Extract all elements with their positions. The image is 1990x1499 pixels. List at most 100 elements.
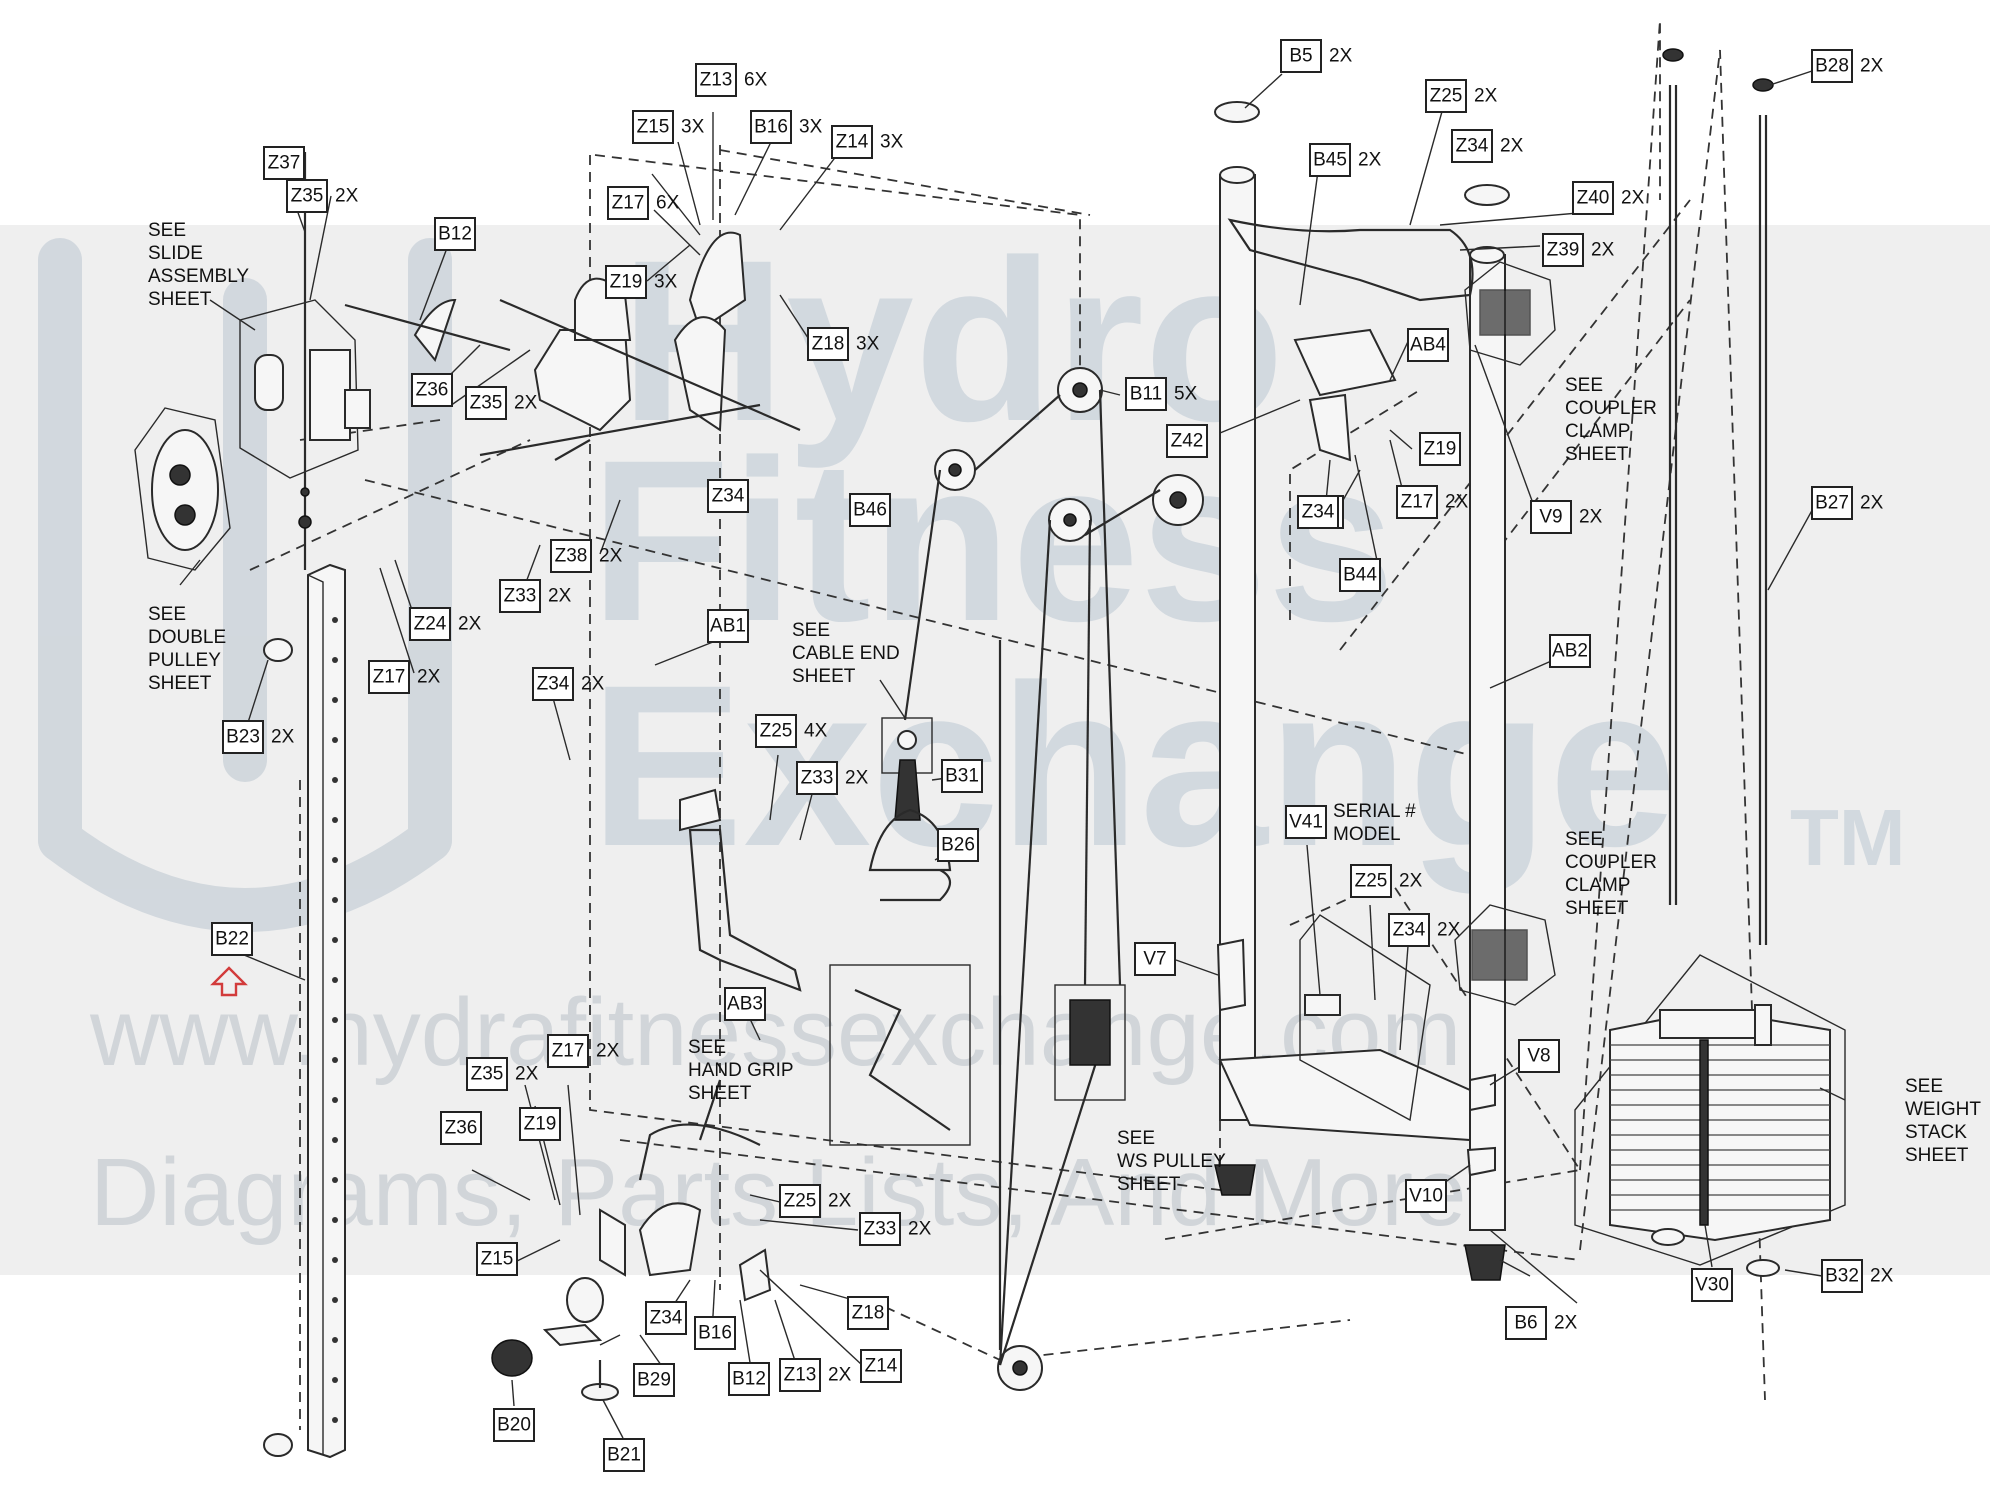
callout-part-id: B46 <box>853 500 887 521</box>
upright-holes <box>332 617 338 1423</box>
callout-part-id: V7 <box>1143 949 1166 970</box>
callout-box <box>849 493 891 527</box>
callout-box <box>1297 495 1339 529</box>
reference-note-line: STACK <box>1905 1122 1967 1143</box>
callout-z14: Z14 <box>860 1349 902 1383</box>
reference-note-line: SHEET <box>148 673 212 694</box>
callout-part-id: B16 <box>754 117 788 138</box>
callout-quantity: 2X <box>1554 1313 1578 1334</box>
callout-box <box>1396 485 1438 519</box>
callout-quantity: 3X <box>856 334 880 355</box>
callout-z34: Z34 <box>1297 495 1339 529</box>
callout-part-id: Z13 <box>784 1365 817 1386</box>
callout-box <box>368 660 410 694</box>
callout-box <box>1518 1039 1560 1073</box>
callout-box <box>941 759 983 793</box>
reference-note-line: SEE <box>688 1037 726 1058</box>
callout-quantity: 2X <box>548 586 572 607</box>
highlight-arrow-icon <box>210 966 248 997</box>
callout-part-id: Z25 <box>784 1191 817 1212</box>
callout-z19: Z19 <box>1419 432 1461 466</box>
callout-part-id: B45 <box>1313 150 1347 171</box>
callout-box <box>728 1362 770 1396</box>
callout-box <box>937 828 979 862</box>
callout-b29: B29 <box>633 1363 675 1397</box>
callout-quantity: 2X <box>1500 136 1524 157</box>
callout-part-id: B44 <box>1343 565 1377 586</box>
reference-note: SERIAL #MODEL <box>1333 801 1416 845</box>
callout-quantity: 2X <box>1399 871 1423 892</box>
callout-quantity: 2X <box>599 546 623 567</box>
callout-b12: B12 <box>728 1362 770 1396</box>
reference-note-line: SHEET <box>688 1083 752 1104</box>
callout-part-id: B26 <box>941 835 975 856</box>
callout-box <box>1549 634 1591 668</box>
reference-note-line: SEE <box>792 620 830 641</box>
callout-z37: Z37 <box>263 146 305 180</box>
callout-box <box>1407 328 1449 362</box>
callout-part-id: Z39 <box>1547 240 1580 261</box>
callout-box <box>1280 39 1322 73</box>
reference-note-line: ASSEMBLY <box>148 266 249 287</box>
callout-quantity: 2X <box>1860 56 1884 77</box>
callout-b44: B44 <box>1339 558 1381 592</box>
callout-part-id: B27 <box>1815 493 1849 514</box>
callout-part-id: Z34 <box>1456 136 1489 157</box>
callout-part-id: Z37 <box>268 153 301 174</box>
callout-part-id: B11 <box>1130 384 1162 405</box>
callout-box <box>860 1349 902 1383</box>
callout-box <box>1285 805 1327 839</box>
callout-b46: B46 <box>849 493 891 527</box>
reference-note-line: SHEET <box>1565 444 1629 465</box>
reference-note-line: SEE <box>1565 375 1603 396</box>
callout-box <box>434 217 476 251</box>
callout-z42: Z42 <box>1166 424 1208 458</box>
leader-lines <box>179 69 1846 1439</box>
coupler-clamps <box>1454 261 1556 1006</box>
watermark-logo <box>38 238 452 932</box>
callout-part-id: Z38 <box>555 546 588 567</box>
callout-box <box>724 987 766 1021</box>
callout-z39: Z39 2X <box>1542 233 1615 267</box>
callout-box <box>550 539 592 573</box>
callout-box <box>796 761 838 795</box>
callout-z34: Z34 2X <box>1451 129 1524 163</box>
reference-note-line: SERIAL # <box>1333 801 1416 822</box>
reference-note-line: WEIGHT <box>1905 1099 1981 1120</box>
callout-box <box>633 1363 675 1397</box>
upright-post <box>263 563 346 1459</box>
callout-quantity: 2X <box>1591 240 1615 261</box>
callout-quantity: 3X <box>880 132 904 153</box>
callout-part-id: B21 <box>607 1445 641 1466</box>
callout-quantity: 2X <box>845 768 869 789</box>
callout-part-id: B23 <box>226 727 260 748</box>
callout-ab2: AB2 <box>1549 634 1591 668</box>
callout-part-id: B31 <box>945 766 979 787</box>
callout-quantity: 2X <box>1358 150 1382 171</box>
callout-box <box>211 922 253 956</box>
slide-assembly <box>239 152 371 570</box>
callout-part-id: Z17 <box>612 193 645 214</box>
callout-part-id: Z34 <box>650 1308 683 1329</box>
callout-box <box>532 667 574 701</box>
callout-part-id: Z17 <box>552 1041 585 1062</box>
callout-part-id: Z35 <box>471 1064 504 1085</box>
callout-part-id: Z42 <box>1171 431 1204 452</box>
hand-grip <box>679 788 971 1146</box>
callout-box <box>547 1034 589 1068</box>
callout-b16: B16 <box>694 1316 736 1350</box>
callout-part-id: Z25 <box>760 721 793 742</box>
callout-box <box>632 110 674 144</box>
